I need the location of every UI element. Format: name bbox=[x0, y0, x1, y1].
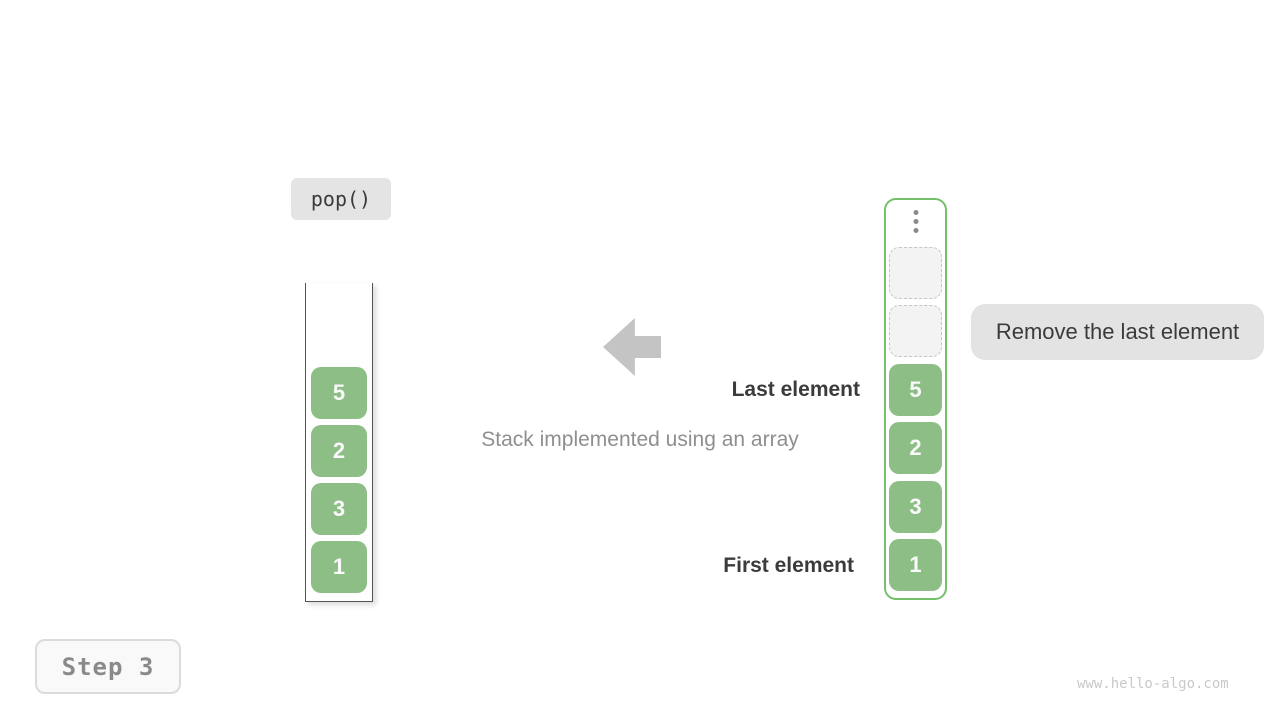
diagram-caption: Stack implemented using an array bbox=[481, 428, 799, 451]
stack-cell: 2 bbox=[311, 425, 367, 477]
vertical-ellipsis-icon bbox=[913, 210, 918, 233]
step-badge: Step 3 bbox=[35, 639, 181, 694]
array-cell: 2 bbox=[889, 422, 942, 474]
array-cell: 3 bbox=[889, 481, 942, 533]
arrow-left-icon bbox=[603, 318, 661, 376]
array-cell: 5 bbox=[889, 364, 942, 416]
array-container: 5 2 3 1 bbox=[884, 198, 947, 600]
first-element-label: First element bbox=[723, 554, 854, 577]
last-element-label: Last element bbox=[731, 378, 860, 401]
remove-annotation-label: Remove the last element bbox=[971, 304, 1264, 360]
stack-cell: 5 bbox=[311, 367, 367, 419]
array-empty-slot bbox=[889, 247, 942, 299]
watermark: www.hello-algo.com bbox=[1077, 676, 1229, 692]
stack-container: 5 2 3 1 bbox=[305, 283, 373, 602]
operation-label: pop() bbox=[291, 178, 391, 220]
stack-cell: 1 bbox=[311, 541, 367, 593]
array-empty-slot bbox=[889, 305, 942, 357]
array-cell: 1 bbox=[889, 539, 942, 591]
stack-cell: 3 bbox=[311, 483, 367, 535]
